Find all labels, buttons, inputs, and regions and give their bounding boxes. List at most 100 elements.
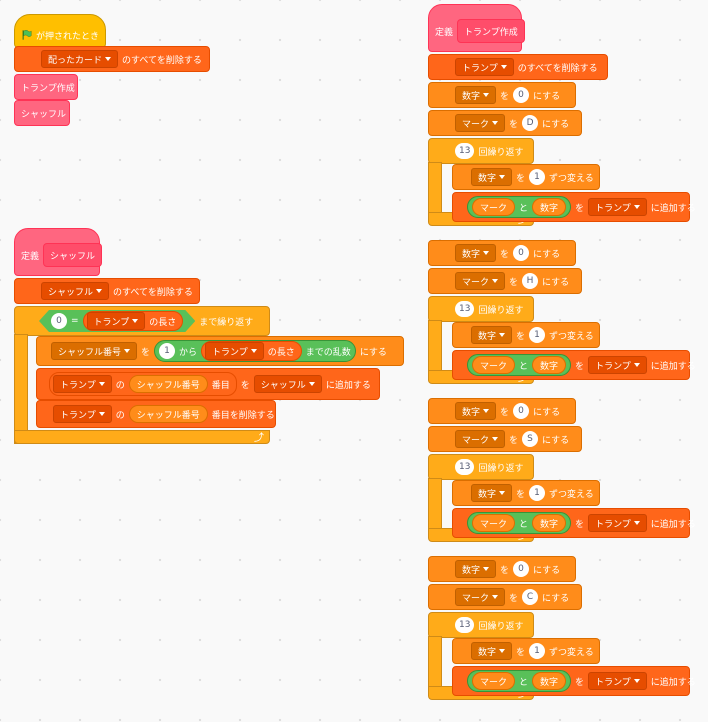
equals-condition[interactable]: 0 = トランプ の長さ (39, 310, 195, 332)
mark-var-dropdown[interactable]: マーク (455, 588, 506, 606)
block-set-mark[interactable]: マーク を S にする (428, 426, 582, 452)
deck-list-dropdown[interactable]: トランプ (588, 356, 647, 374)
hat-when-flag-clicked[interactable]: が押されたとき (14, 14, 106, 48)
block-delete-all-dealt[interactable]: 配ったカード のすべてを削除する (14, 46, 210, 72)
number-var-dropdown[interactable]: 数字 (471, 168, 513, 186)
repeat-count-input[interactable]: 13 (455, 617, 475, 633)
mark-reporter[interactable]: マーク (472, 356, 516, 374)
block-set-shuffle-index[interactable]: シャッフル番号 を 1 から トランプ の長さ までの乱数 にする (36, 336, 404, 366)
one-input[interactable]: 1 (529, 485, 546, 501)
block-change-number[interactable]: 数字 を 1 ずつ変える (452, 164, 600, 190)
number-var-dropdown[interactable]: 数字 (471, 326, 513, 344)
mark-var-dropdown[interactable]: マーク (455, 114, 506, 132)
deck-list-dropdown[interactable]: トランプ (455, 58, 514, 76)
block-add-join-to-deck[interactable]: マーク と 数字 を トランプ に追加する (452, 350, 696, 380)
deck-list-dropdown[interactable]: トランプ (588, 514, 647, 532)
block-set-mark[interactable]: マーク を H にする (428, 268, 582, 294)
block-add-join-to-deck[interactable]: マーク と 数字 を トランプ に追加する (452, 192, 696, 222)
zero-input[interactable]: 0 (51, 313, 67, 329)
block-add-item-to-shuffle[interactable]: トランプ の シャッフル番号 番目 を シャッフル に追加する (36, 368, 380, 400)
chevron-down-icon (492, 279, 499, 283)
mark-reporter[interactable]: マーク (472, 672, 516, 690)
number-var-dropdown[interactable]: 数字 (455, 560, 497, 578)
deck-item-reporter[interactable]: トランプ の シャッフル番号 番目 (49, 372, 237, 396)
suit-input[interactable]: H (522, 273, 539, 289)
call-shuffle[interactable]: シャッフル (14, 100, 70, 126)
number-reporter[interactable]: 数字 (532, 514, 567, 532)
number-reporter[interactable]: 数字 (532, 672, 567, 690)
repeat-count-input[interactable]: 13 (455, 143, 475, 159)
chevron-down-icon (483, 567, 490, 571)
shuffle-index-dropdown[interactable]: シャッフル番号 (51, 342, 138, 360)
zero-input[interactable]: 0 (513, 403, 530, 419)
block-set-number[interactable]: 数字 を 0 にする (428, 240, 576, 266)
block-add-join-to-deck[interactable]: マーク と 数字 を トランプ に追加する (452, 666, 696, 696)
shuffle-index-reporter[interactable]: シャッフル番号 (128, 375, 208, 393)
number-reporter[interactable]: 数字 (532, 356, 567, 374)
suit-input[interactable]: D (522, 115, 539, 131)
block-set-number[interactable]: 数字 を 0 にする (428, 398, 576, 424)
repeat-13-block[interactable]: 13 回繰り返す (428, 138, 534, 164)
block-set-mark[interactable]: マーク を C にする (428, 584, 582, 610)
deck-list-dropdown[interactable]: トランプ (588, 198, 647, 216)
make-deck-prototype[interactable]: トランプ作成 (457, 19, 525, 43)
deck-list-dropdown[interactable]: トランプ (87, 312, 146, 330)
repeat-13-block[interactable]: 13 回繰り返す (428, 454, 534, 480)
block-change-number[interactable]: 数字 を 1 ずつ変える (452, 480, 600, 506)
deck-length-reporter[interactable]: トランプ の長さ (201, 341, 302, 361)
number-var-dropdown[interactable]: 数字 (455, 402, 497, 420)
define-shuffle-hat[interactable]: 定義 シャッフル (14, 228, 103, 276)
block-change-number[interactable]: 数字 を 1 ずつ変える (452, 638, 600, 664)
shuffle-index-reporter[interactable]: シャッフル番号 (128, 405, 208, 423)
chevron-down-icon (499, 333, 506, 337)
block-delete-deck-item[interactable]: トランプ の シャッフル番号 番目を削除する (36, 400, 276, 428)
one-input[interactable]: 1 (159, 343, 176, 359)
join-reporter[interactable]: マーク と 数字 (467, 670, 572, 692)
repeat-count-input[interactable]: 13 (455, 459, 475, 475)
join-reporter[interactable]: マーク と 数字 (467, 354, 572, 376)
dealt-list-dropdown[interactable]: 配ったカード (41, 50, 119, 68)
shuffle-list-dropdown[interactable]: シャッフル (41, 282, 110, 300)
block-change-number[interactable]: 数字 を 1 ずつ変える (452, 322, 600, 348)
suit-input[interactable]: S (522, 431, 539, 447)
call-make-deck[interactable]: トランプ作成 (14, 74, 78, 100)
repeat-13-block[interactable]: 13 回繰り返す (428, 296, 534, 322)
deck-list-dropdown[interactable]: トランプ (53, 405, 112, 423)
number-var-dropdown[interactable]: 数字 (471, 484, 513, 502)
block-add-join-to-deck[interactable]: マーク と 数字 を トランプ に追加する (452, 508, 696, 538)
join-reporter[interactable]: マーク と 数字 (467, 196, 572, 218)
repeat-until-bottom (14, 430, 270, 444)
block-set-number[interactable]: 数字 を 0 にする (428, 556, 576, 582)
zero-input[interactable]: 0 (513, 245, 530, 261)
define-make-deck-hat[interactable]: 定義 トランプ作成 (428, 4, 525, 52)
zero-input[interactable]: 0 (513, 561, 530, 577)
number-var-dropdown[interactable]: 数字 (455, 86, 497, 104)
mark-var-dropdown[interactable]: マーク (455, 272, 506, 290)
deck-list-dropdown[interactable]: トランプ (53, 375, 112, 393)
repeat-13-block[interactable]: 13 回繰り返す (428, 612, 534, 638)
block-delete-all-deck[interactable]: トランプ のすべてを削除する (428, 54, 608, 80)
deck-length-reporter[interactable]: トランプ の長さ (83, 311, 184, 331)
block-set-mark[interactable]: マーク を D にする (428, 110, 582, 136)
join-reporter[interactable]: マーク と 数字 (467, 512, 572, 534)
one-input[interactable]: 1 (529, 327, 546, 343)
one-input[interactable]: 1 (529, 643, 546, 659)
block-delete-all-shuffle[interactable]: シャッフル のすべてを削除する (14, 278, 200, 304)
repeat-until-block[interactable]: 0 = トランプ の長さ まで繰り返す (14, 306, 270, 336)
deck-list-dropdown[interactable]: トランプ (205, 342, 264, 360)
mark-var-dropdown[interactable]: マーク (455, 430, 506, 448)
shuffle-prototype[interactable]: シャッフル (43, 243, 103, 267)
shuffle-list-dropdown[interactable]: シャッフル (253, 375, 322, 393)
zero-input[interactable]: 0 (513, 87, 530, 103)
number-reporter[interactable]: 数字 (532, 198, 567, 216)
number-var-dropdown[interactable]: 数字 (455, 244, 497, 262)
one-input[interactable]: 1 (529, 169, 546, 185)
repeat-count-input[interactable]: 13 (455, 301, 475, 317)
mark-reporter[interactable]: マーク (472, 198, 516, 216)
number-var-dropdown[interactable]: 数字 (471, 642, 513, 660)
deck-list-dropdown[interactable]: トランプ (588, 672, 647, 690)
suit-input[interactable]: C (522, 589, 539, 605)
random-reporter[interactable]: 1 から トランプ の長さ までの乱数 (154, 340, 356, 362)
mark-reporter[interactable]: マーク (472, 514, 516, 532)
block-set-number[interactable]: 数字 を 0 にする (428, 82, 576, 108)
